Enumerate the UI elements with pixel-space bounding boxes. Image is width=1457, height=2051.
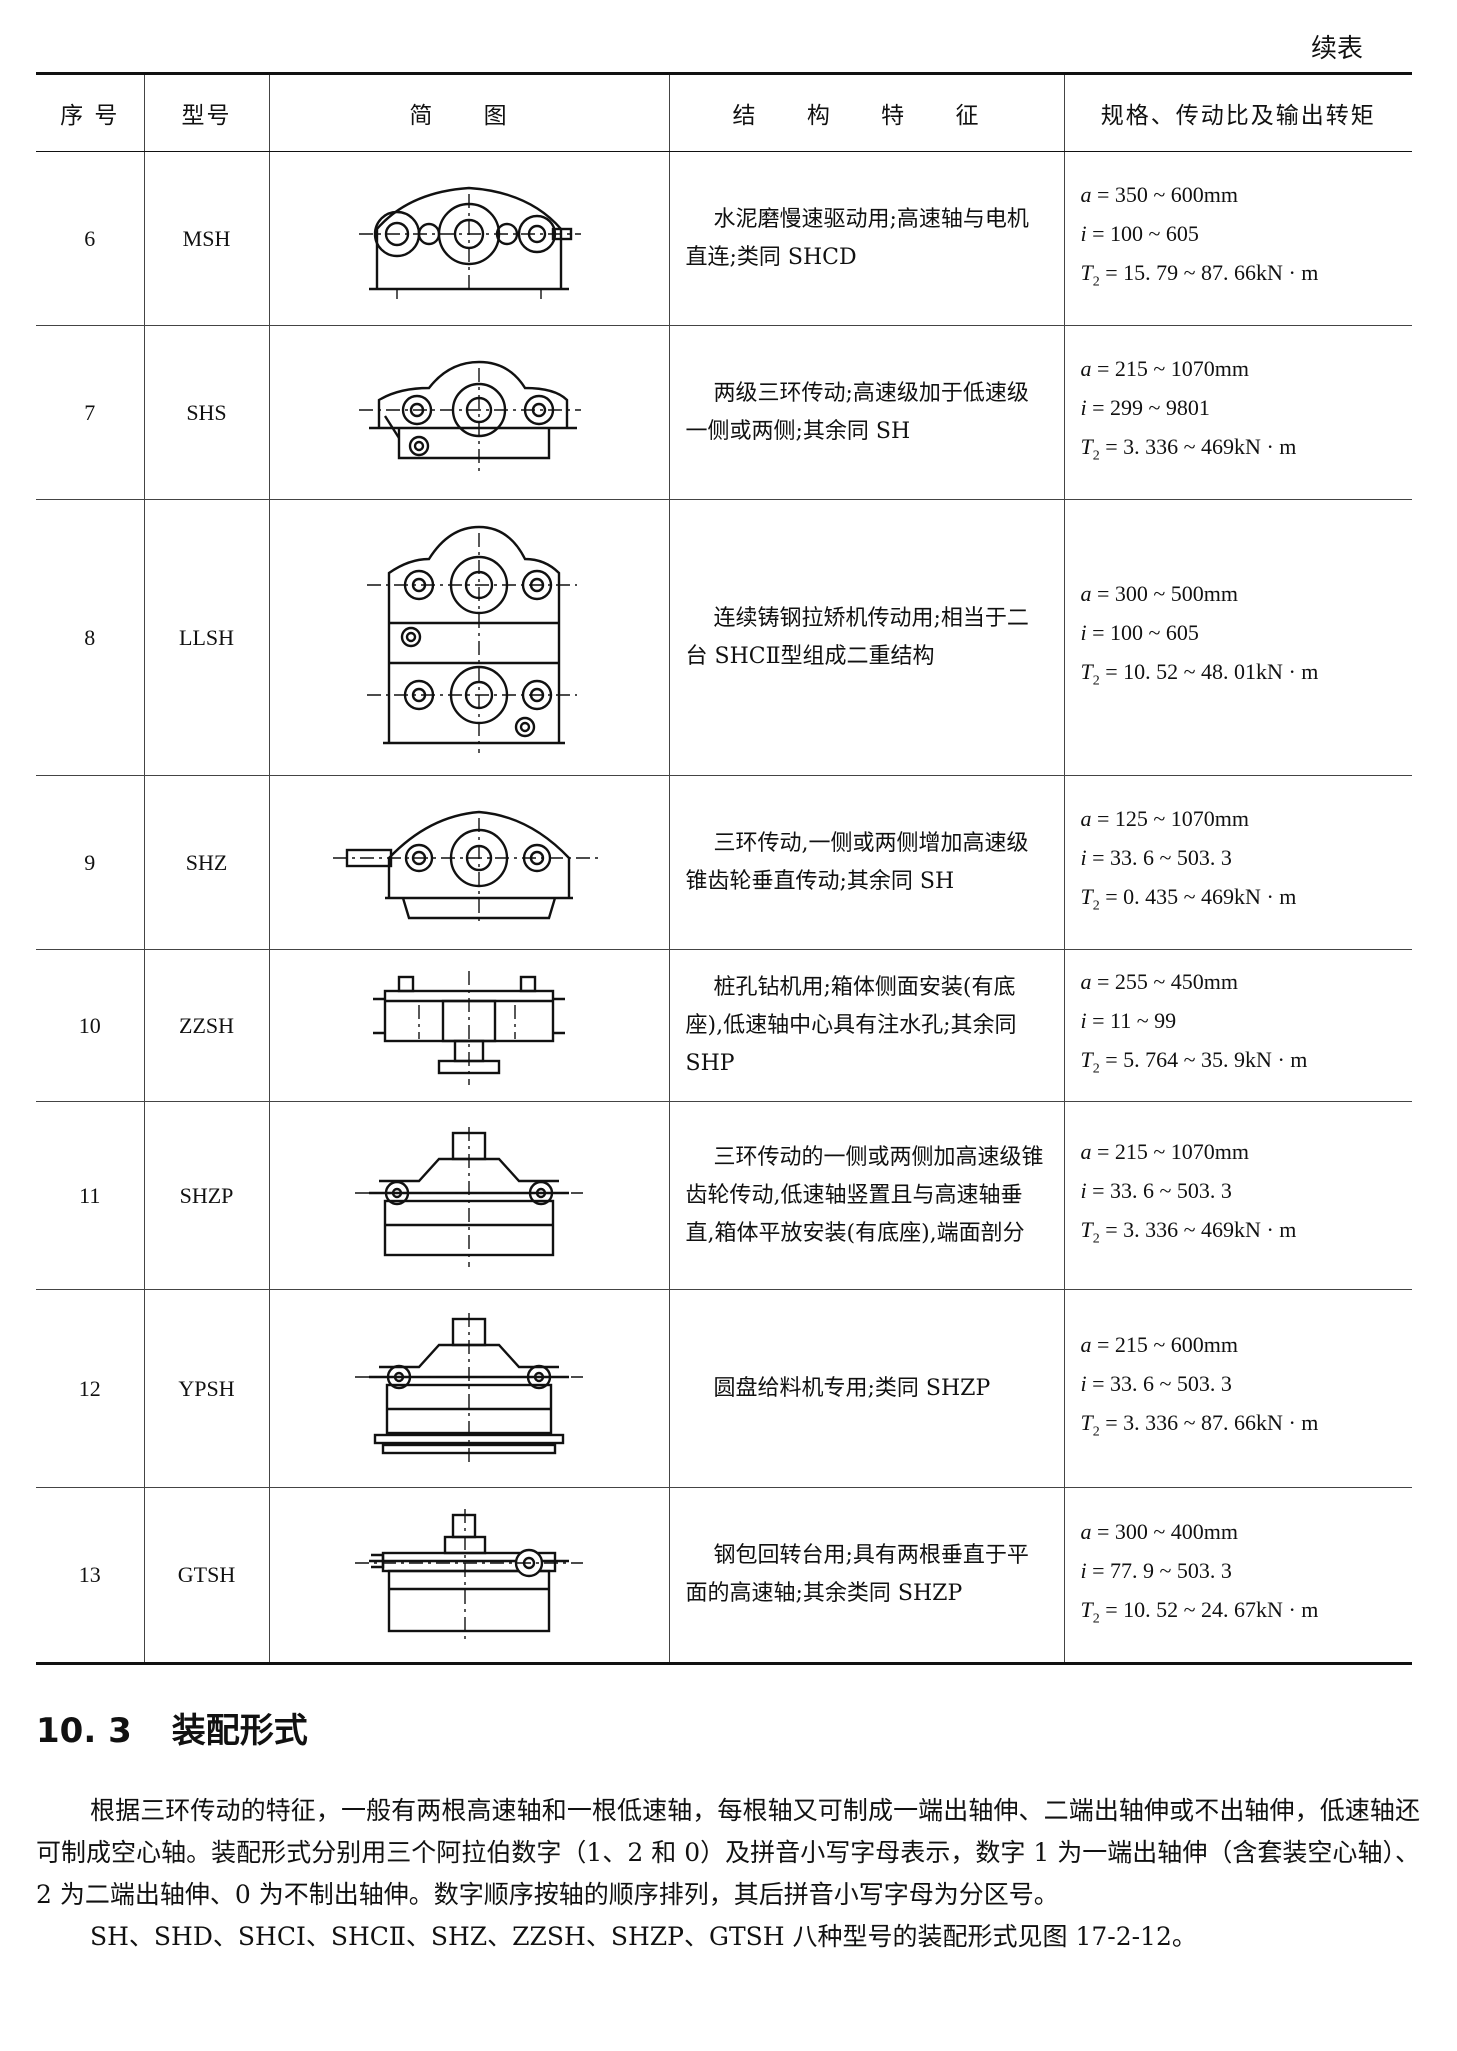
- table-row: 9 SHZ 三环传动,一侧或两侧增加高速级锥齿轮垂直传动;其余同 SH a = …: [36, 775, 1412, 950]
- row-spec: a = 300 ~ 500mm i = 100 ~ 605 T2 = 10. 5…: [1064, 499, 1412, 776]
- row-model: SHZ: [144, 775, 270, 950]
- spec-t: = 5. 764 ~ 35. 9kN · m: [1105, 1047, 1308, 1073]
- table-header-row: 序 号 型号 简 图 结 构 特 征 规格、传动比及输出转矩: [36, 72, 1412, 152]
- header-diagram: 简 图: [269, 72, 670, 152]
- header-spec: 规格、传动比及输出转矩: [1064, 72, 1412, 152]
- row-no: 6: [36, 151, 145, 326]
- row-model: SHS: [144, 325, 270, 500]
- row-model: LLSH: [144, 499, 270, 776]
- shz-gearbox-diagram-icon: [333, 810, 599, 926]
- paragraph: SH、SHD、SHCⅠ、SHCⅡ、SHZ、ZZSH、SHZP、GTSH 八种型号…: [90, 1922, 1197, 1951]
- spec-i: = 100 ~ 605: [1092, 221, 1199, 247]
- row-model: SHZP: [144, 1101, 270, 1290]
- header-feature: 结 构 特 征: [669, 72, 1065, 152]
- row-spec: a = 300 ~ 400mm i = 77. 9 ~ 503. 3 T2 = …: [1064, 1487, 1412, 1665]
- ypsh-gearbox-diagram-icon: [355, 1312, 583, 1463]
- spec-t: = 10. 52 ~ 24. 67kN · m: [1105, 1596, 1319, 1622]
- row-no: 9: [36, 775, 145, 950]
- spec-t: = 3. 336 ~ 469kN · m: [1105, 434, 1297, 460]
- row-spec: a = 215 ~ 1070mm i = 299 ~ 9801 T2 = 3. …: [1064, 325, 1412, 500]
- spec-i: = 100 ~ 605: [1092, 620, 1199, 646]
- spec-a: = 125 ~ 1070mm: [1097, 806, 1250, 832]
- spec-t: = 10. 52 ~ 48. 01kN · m: [1105, 659, 1319, 685]
- row-no: 7: [36, 325, 145, 500]
- spec-t: = 0. 435 ~ 469kN · m: [1105, 884, 1297, 910]
- table-row: 12 YPSH 圆盘给料机专用;类同 SHZP: [36, 1289, 1412, 1488]
- row-feature: 连续铸钢拉矫机传动用;相当于二台 SHCⅡ型组成二重结构: [669, 499, 1065, 776]
- row-spec: a = 350 ~ 600mm i = 100 ~ 605 T2 = 15. 7…: [1064, 151, 1412, 326]
- table-row: 8 LLSH: [36, 499, 1412, 776]
- row-no: 8: [36, 499, 145, 776]
- spec-a: = 350 ~ 600mm: [1097, 182, 1239, 208]
- spec-i: = 77. 9 ~ 503. 3: [1092, 1557, 1232, 1583]
- row-spec: a = 215 ~ 600mm i = 33. 6 ~ 503. 3 T2 = …: [1064, 1289, 1412, 1488]
- llsh-gearbox-diagram-icon: [367, 525, 577, 753]
- spec-a: = 215 ~ 600mm: [1097, 1332, 1239, 1358]
- row-model: GTSH: [144, 1487, 270, 1665]
- shzp-gearbox-diagram-icon: [355, 1126, 583, 1267]
- spec-a: = 300 ~ 500mm: [1097, 581, 1239, 607]
- gtsh-gearbox-diagram-icon: [355, 1509, 583, 1641]
- row-spec: a = 125 ~ 1070mm i = 33. 6 ~ 503. 3 T2 =…: [1064, 775, 1412, 950]
- row-feature: 水泥磨慢速驱动用;高速轴与电机直连;类同 SHCD: [669, 151, 1065, 326]
- section-title: 装配形式: [171, 1711, 308, 1751]
- spec-t: = 15. 79 ~ 87. 66kN · m: [1105, 260, 1319, 286]
- section-number: 10. 3: [36, 1711, 132, 1751]
- spec-i: = 33. 6 ~ 503. 3: [1092, 845, 1232, 871]
- row-feature: 钢包回转台用;具有两根垂直于平面的高速轴;其余类同 SHZP: [669, 1487, 1065, 1665]
- row-feature: 两级三环传动;高速级加于低速级一侧或两侧;其余同 SH: [669, 325, 1065, 500]
- spec-t: = 3. 336 ~ 469kN · m: [1105, 1217, 1297, 1243]
- header-no: 序 号: [36, 72, 145, 152]
- row-spec: a = 255 ~ 450mm i = 11 ~ 99 T2 = 5. 764 …: [1064, 949, 1412, 1102]
- shs-gearbox-diagram-icon: [359, 360, 581, 473]
- row-no: 13: [36, 1487, 145, 1665]
- paragraph: 根据三环传动的特征，一般有两根高速轴和一根低速轴，每根轴又可制成一端出轴伸、二端…: [36, 1796, 1420, 1909]
- table-row: 10 ZZSH 桩孔钻机用;箱体侧面安装(有底座),低速轴中心具有注水: [36, 949, 1412, 1102]
- table-row: 13 GTSH 钢包回转台用;具有两根垂直于平面的高速轴;其余类同 SHZP: [36, 1487, 1412, 1665]
- row-feature: 圆盘给料机专用;类同 SHZP: [669, 1289, 1065, 1488]
- spec-table: 序 号 型号 简 图 结 构 特 征 规格、传动比及输出转矩 6 MSH: [36, 72, 1412, 1665]
- row-model: MSH: [144, 151, 270, 326]
- table-row: 7 SHS 两级三环传动;高速级加于低速级一侧或两侧;其余同 SH: [36, 325, 1412, 500]
- row-spec: a = 215 ~ 1070mm i = 33. 6 ~ 503. 3 T2 =…: [1064, 1101, 1412, 1290]
- table-row: 6 MSH 水泥磨慢速驱动用;高速轴与电机直连;类同 SHCD: [36, 151, 1412, 326]
- row-model: ZZSH: [144, 949, 270, 1102]
- row-feature: 三环传动,一侧或两侧增加高速级锥齿轮垂直传动;其余同 SH: [669, 775, 1065, 950]
- row-no: 12: [36, 1289, 145, 1488]
- spec-t: = 3. 336 ~ 87. 66kN · m: [1105, 1410, 1319, 1436]
- spec-i: = 299 ~ 9801: [1092, 395, 1210, 421]
- section-body: 根据三环传动的特征，一般有两根高速轴和一根低速轴，每根轴又可制成一端出轴伸、二端…: [36, 1790, 1420, 1958]
- row-model: YPSH: [144, 1289, 270, 1488]
- zzsh-gearbox-diagram-icon: [373, 970, 565, 1085]
- spec-i: = 33. 6 ~ 503. 3: [1092, 1371, 1232, 1397]
- continued-label: 续表: [1310, 34, 1363, 64]
- spec-a: = 255 ~ 450mm: [1097, 969, 1239, 995]
- row-no: 10: [36, 949, 145, 1102]
- row-feature: 三环传动的一侧或两侧加高速级锥齿轮传动,低速轴竖置且与高速轴垂直,箱体平放安装(…: [669, 1101, 1065, 1290]
- table-row: 11 SHZP 三环传动的一侧或两侧加高速级锥齿轮传动,低速轴竖置且与高速轴垂直…: [36, 1101, 1412, 1290]
- spec-a: = 300 ~ 400mm: [1097, 1518, 1239, 1544]
- msh-gearbox-diagram-icon: [359, 186, 581, 299]
- spec-a: = 215 ~ 1070mm: [1097, 356, 1250, 382]
- section-heading: 10. 3 装配形式: [36, 1703, 308, 1752]
- spec-a: = 215 ~ 1070mm: [1097, 1139, 1250, 1165]
- header-model: 型号: [144, 72, 270, 152]
- spec-i: = 11 ~ 99: [1092, 1008, 1177, 1034]
- row-no: 11: [36, 1101, 145, 1290]
- row-feature: 桩孔钻机用;箱体侧面安装(有底座),低速轴中心具有注水孔;其余同 SHP: [669, 949, 1065, 1102]
- spec-i: = 33. 6 ~ 503. 3: [1092, 1178, 1232, 1204]
